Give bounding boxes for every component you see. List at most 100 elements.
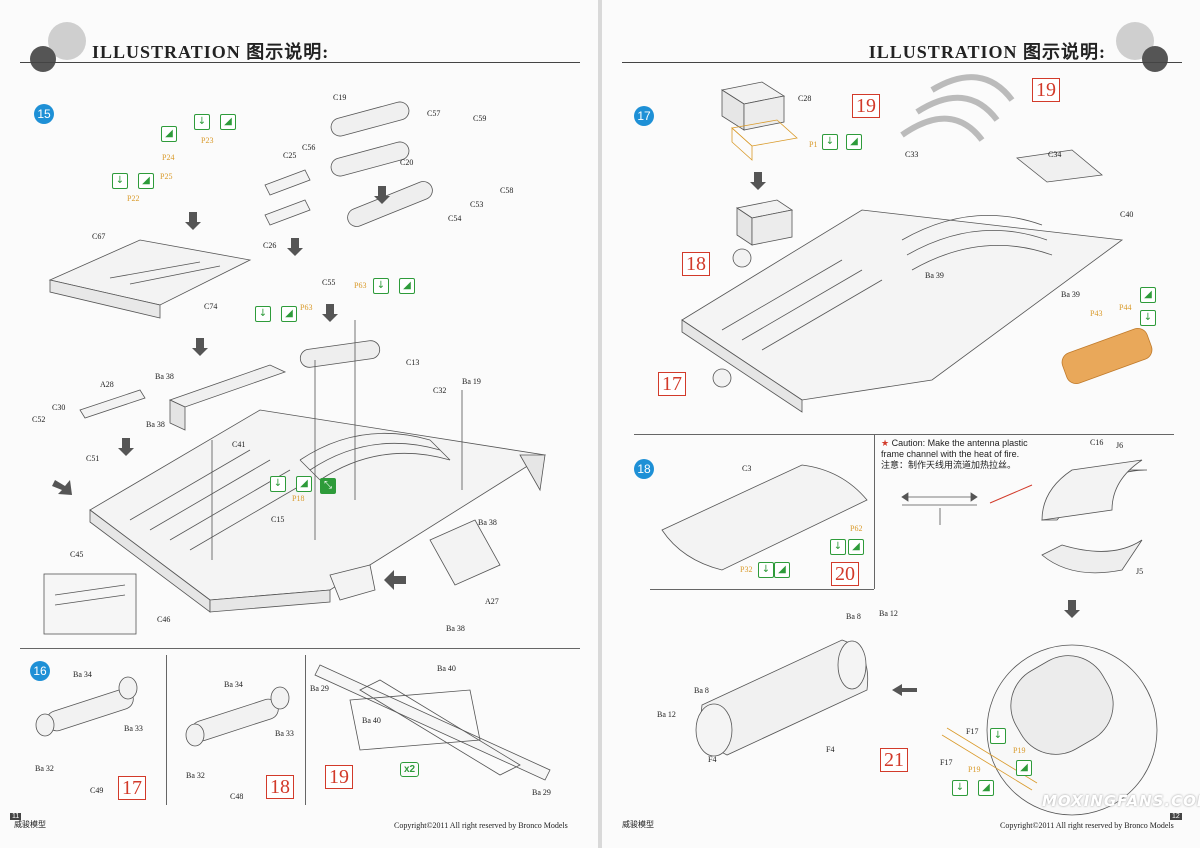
part-label: C51 (86, 454, 100, 463)
part-label: C55 (322, 278, 336, 287)
section-divider (874, 434, 875, 589)
photoetch-label: P63 (300, 303, 313, 312)
part-label: C16 (1090, 438, 1104, 447)
part-label: C32 (433, 386, 447, 395)
part-label: C40 (1120, 210, 1134, 219)
part-label: Ba 8 (694, 686, 709, 695)
part-label: C25 (283, 151, 297, 160)
page-title: ILLUSTRATION 图示说明: (868, 42, 1106, 62)
right-illustration (661, 74, 1158, 816)
fold-icon: ⤡ (320, 478, 336, 494)
glue-icon: ◢ (281, 306, 297, 322)
part-label: F17 (940, 758, 953, 767)
glue-icon: ◢ (848, 539, 864, 555)
part-label: A27 (485, 597, 499, 606)
part-label: C74 (204, 302, 218, 311)
part-label: Ba 29 (310, 684, 329, 693)
right-page: ILLUSTRATION 图示说明: (602, 0, 1200, 848)
part-label: J6 (1116, 441, 1124, 450)
part-label: Ba 32 (186, 771, 205, 780)
section-divider (634, 434, 1174, 435)
part-label: C30 (52, 403, 66, 412)
part-label: Ba 33 (275, 729, 294, 738)
part-label: C59 (473, 114, 487, 123)
part-label: Ba 29 (532, 788, 551, 797)
part-label: C28 (798, 94, 812, 103)
part-label: Ba 38 (155, 372, 174, 381)
photoetch-label: P25 (160, 172, 173, 181)
glue-icon: ◢ (978, 780, 994, 796)
step-15-badge: 15 (34, 104, 54, 124)
part-label: C58 (500, 186, 514, 195)
part-label: C52 (32, 415, 46, 424)
part-label: C45 (70, 550, 84, 559)
glue-icon: ◢ (774, 562, 790, 578)
bend-down-icon: ↓ (1140, 310, 1156, 326)
part-label: C3 (742, 464, 752, 473)
photoetch-label: P18 (292, 494, 305, 503)
section-divider (166, 655, 167, 805)
section-divider (305, 655, 306, 805)
part-label: C41 (232, 440, 246, 449)
part-label: Ba 39 (925, 271, 944, 280)
part-label: Ba 40 (362, 716, 381, 725)
glue-icon: ◢ (296, 476, 312, 492)
photoetch-label: P63 (354, 281, 367, 290)
glue-icon: ◢ (220, 114, 236, 130)
left-page: ILLUSTRATION 图示说明: (0, 0, 598, 848)
photoetch-label: P44 (1119, 303, 1132, 312)
part-label: C48 (230, 792, 244, 801)
photoetch-label: P32 (740, 565, 753, 574)
part-label: Ba 39 (1061, 290, 1080, 299)
part-label: C15 (271, 515, 285, 524)
part-label: F4 (826, 745, 835, 754)
part-label: Ba 40 (437, 664, 456, 673)
left-illustration (35, 101, 551, 781)
reference-box: 19 (325, 765, 353, 789)
header-rule (20, 62, 580, 63)
part-label: Ba 38 (478, 518, 497, 527)
page-title: ILLUSTRATION 图示说明: (92, 42, 330, 62)
step-18-badge: 18 (634, 459, 654, 479)
bend-down-icon: ↓ (255, 306, 271, 322)
glue-icon: ◢ (1016, 760, 1032, 776)
part-label: C20 (400, 158, 414, 167)
part-label: J5 (1136, 567, 1144, 576)
bend-down-icon: ↓ (373, 278, 389, 294)
photoetch-label: P43 (1090, 309, 1103, 318)
reference-box: 18 (682, 252, 710, 276)
part-label: Ba 12 (879, 609, 898, 618)
photoetch-label: P23 (201, 136, 214, 145)
part-label: Ba 34 (73, 670, 92, 679)
reference-box: 18 (266, 775, 294, 799)
footer-copyright: Copyright©2011 All right reserved by Bro… (1000, 821, 1174, 830)
section-divider (20, 648, 580, 649)
photoetch-label: P1 (809, 140, 818, 149)
photoetch-label: P19 (968, 765, 981, 774)
bend-down-icon: ↓ (952, 780, 968, 796)
part-label: C19 (333, 93, 347, 102)
bend-down-icon: ↓ (822, 134, 838, 150)
part-label: F17 (966, 727, 979, 736)
part-label: Ba 38 (146, 420, 165, 429)
photoetch-label: P62 (850, 524, 863, 533)
part-label: C67 (92, 232, 106, 241)
glue-icon: ◢ (161, 126, 177, 142)
watermark: MOXINGFANS.COM (1042, 792, 1200, 810)
part-label: C56 (302, 143, 316, 152)
part-label: Ba 12 (657, 710, 676, 719)
part-label: C57 (427, 109, 441, 118)
quantity-badge: x2 (400, 762, 420, 777)
reference-box: 21 (880, 748, 908, 772)
part-label: A28 (100, 380, 114, 389)
bend-down-icon: ↓ (112, 173, 128, 189)
photoetch-label: P24 (162, 153, 175, 162)
part-label: Ba 34 (224, 680, 243, 689)
header-rule (622, 62, 1182, 63)
part-label: C34 (1048, 150, 1062, 159)
reference-box: 17 (118, 776, 146, 800)
footer-brand: 威骏模型 (14, 820, 46, 829)
part-label: Ba 33 (124, 724, 143, 733)
glue-icon: ◢ (399, 278, 415, 294)
photoetch-label: P22 (127, 194, 140, 203)
